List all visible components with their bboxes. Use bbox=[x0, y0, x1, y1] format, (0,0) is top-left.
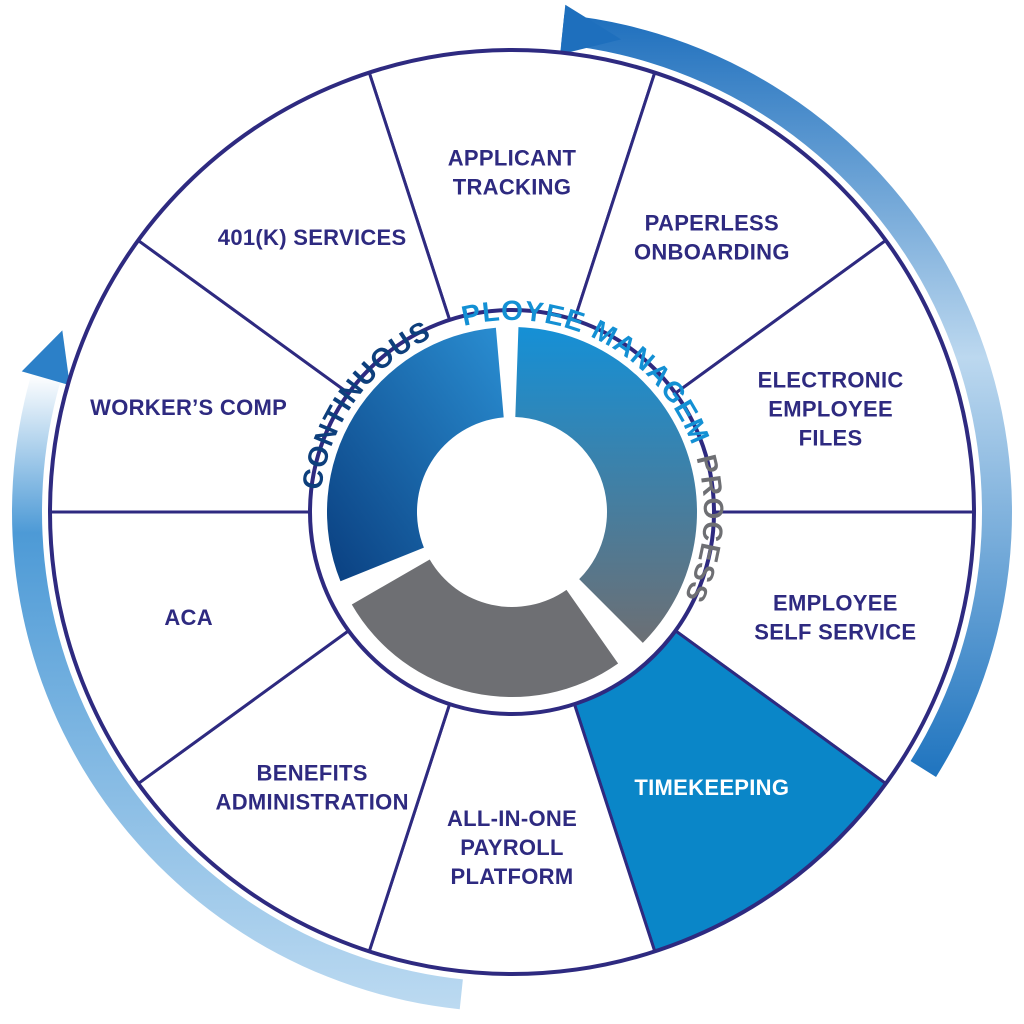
label-electronic-employee-files: ELECTRONIC EMPLOYEE FILES bbox=[758, 367, 904, 450]
label-employee-self-service: EMPLOYEE SELF SERVICE bbox=[754, 591, 916, 645]
label-paperless-onboarding: PAPERLESS ONBOARDING bbox=[634, 210, 790, 264]
hub-arc-blue bbox=[326, 327, 504, 582]
label-line: ONBOARDING bbox=[634, 239, 790, 264]
label-benefits-administration: BENEFITS ADMINISTRATION bbox=[216, 761, 409, 815]
label-line: SELF SERVICE bbox=[754, 620, 916, 645]
cycle-arrow-left-head bbox=[21, 330, 70, 386]
cycle-arrow-right bbox=[561, 14, 1013, 777]
label-line: EMPLOYEE bbox=[773, 591, 898, 616]
label-line: PAYROLL bbox=[460, 835, 564, 860]
label-line: TIMEKEEPING bbox=[634, 775, 789, 800]
label-timekeeping: TIMEKEEPING bbox=[634, 775, 789, 800]
label-line: FILES bbox=[799, 425, 863, 450]
label-line: APPLICANT bbox=[448, 146, 577, 171]
label-401k-services: 401(K) SERVICES bbox=[218, 225, 407, 250]
service-wheel bbox=[48, 48, 976, 976]
segment-labels: APPLICANT TRACKING PAPERLESS ONBOARDING ELEC… bbox=[90, 146, 916, 890]
hub-arc-right bbox=[515, 327, 698, 643]
label-line: EMPLOYEE bbox=[768, 396, 893, 421]
label-line: TRACKING bbox=[453, 175, 572, 200]
label-line: 401(K) SERVICES bbox=[218, 225, 407, 250]
label-applicant-tracking: APPLICANT TRACKING bbox=[448, 146, 577, 200]
label-workers-comp: WORKER’S COMP bbox=[90, 395, 287, 420]
label-line: ADMINISTRATION bbox=[216, 790, 409, 815]
label-all-in-one-payroll-platform: ALL-IN-ONE PAYROLL PLATFORM bbox=[447, 806, 577, 889]
cycle-arrows bbox=[11, 4, 1013, 1010]
label-line: PLATFORM bbox=[451, 864, 574, 889]
label-aca: ACA bbox=[164, 605, 213, 630]
label-line: ACA bbox=[164, 605, 213, 630]
center-hub bbox=[326, 327, 698, 697]
cycle-arrow-right-head bbox=[560, 4, 622, 55]
label-line: BENEFITS bbox=[257, 761, 368, 786]
wheel-outer-rim bbox=[48, 48, 976, 976]
hub-arc-gray bbox=[351, 559, 619, 697]
label-line: WORKER’S COMP bbox=[90, 395, 287, 420]
label-line: ELECTRONIC bbox=[758, 367, 904, 392]
label-line: ALL-IN-ONE bbox=[447, 806, 577, 831]
label-line: PAPERLESS bbox=[645, 210, 779, 235]
